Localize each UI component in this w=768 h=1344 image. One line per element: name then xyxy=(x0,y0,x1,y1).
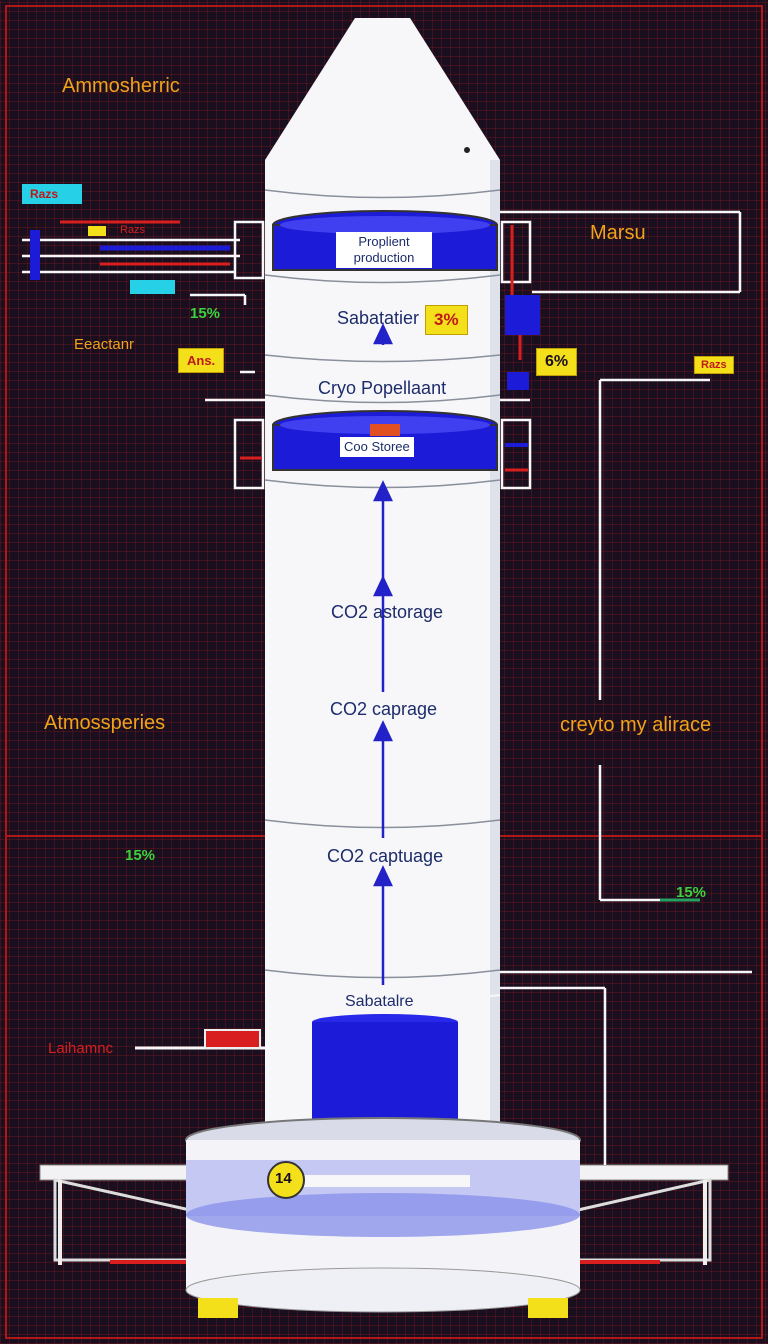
base-badge-label: 14 xyxy=(275,1170,292,1187)
tower-nose-cone xyxy=(265,18,500,160)
flow-arrows xyxy=(373,323,393,985)
percent-left-lower: 15% xyxy=(125,847,156,864)
label-bottom-left: Laihamnc xyxy=(48,1040,114,1057)
label-atmospheric-top: Ammosherric xyxy=(62,75,180,97)
mid-lines-color xyxy=(240,443,528,472)
stage-sabatier-bottom: Sabatalre xyxy=(345,993,414,1010)
label-cryo-surface: creyto my alirace xyxy=(560,714,712,736)
tag-right-yellow: Razs xyxy=(694,356,734,374)
base-platform xyxy=(39,1117,729,1318)
stage-sabatier-top: Sabatatier xyxy=(337,308,420,328)
stage-co2-storage: CO2 astorage xyxy=(331,602,444,622)
stage-co2-capture-1: CO2 caprage xyxy=(330,699,438,719)
frame-border xyxy=(5,5,763,1339)
tag-top-left: Razs xyxy=(22,184,82,204)
tag-left-yellow: Ans. xyxy=(178,348,225,373)
left-top-piping xyxy=(22,220,265,305)
nose-vent xyxy=(464,147,470,153)
stage-co2-capture-2: CO2 captuage xyxy=(327,846,444,866)
left-top-lines-color xyxy=(30,220,230,294)
percent-sabatier-badge: 3% xyxy=(425,305,468,335)
label-mars-top: Marsu xyxy=(590,222,646,244)
left-mid-piping xyxy=(205,370,532,490)
label-atmospheric-middle: Atmossperies xyxy=(44,712,166,734)
right-top-lines-color xyxy=(505,225,700,902)
percent-right-lower: 15% xyxy=(676,884,707,901)
bottom-collar xyxy=(264,984,501,1004)
tag-red-small: Razs xyxy=(120,224,146,236)
stage-propellant-production: Proplient production xyxy=(336,232,432,268)
base-warning-badge xyxy=(267,1161,305,1199)
stage-cryo-storage: Coo Storee xyxy=(340,437,414,457)
tower-shade xyxy=(490,160,500,1160)
bottom-left-piping xyxy=(135,1029,265,1050)
percent-right-badge: 6% xyxy=(536,348,578,376)
right-top-piping xyxy=(500,210,752,1165)
label-reactor: Eeactanr xyxy=(74,336,135,353)
stage-cryo-propellant: Cryo Popellaant xyxy=(318,378,447,398)
percent-left-top: 15% xyxy=(190,305,221,322)
